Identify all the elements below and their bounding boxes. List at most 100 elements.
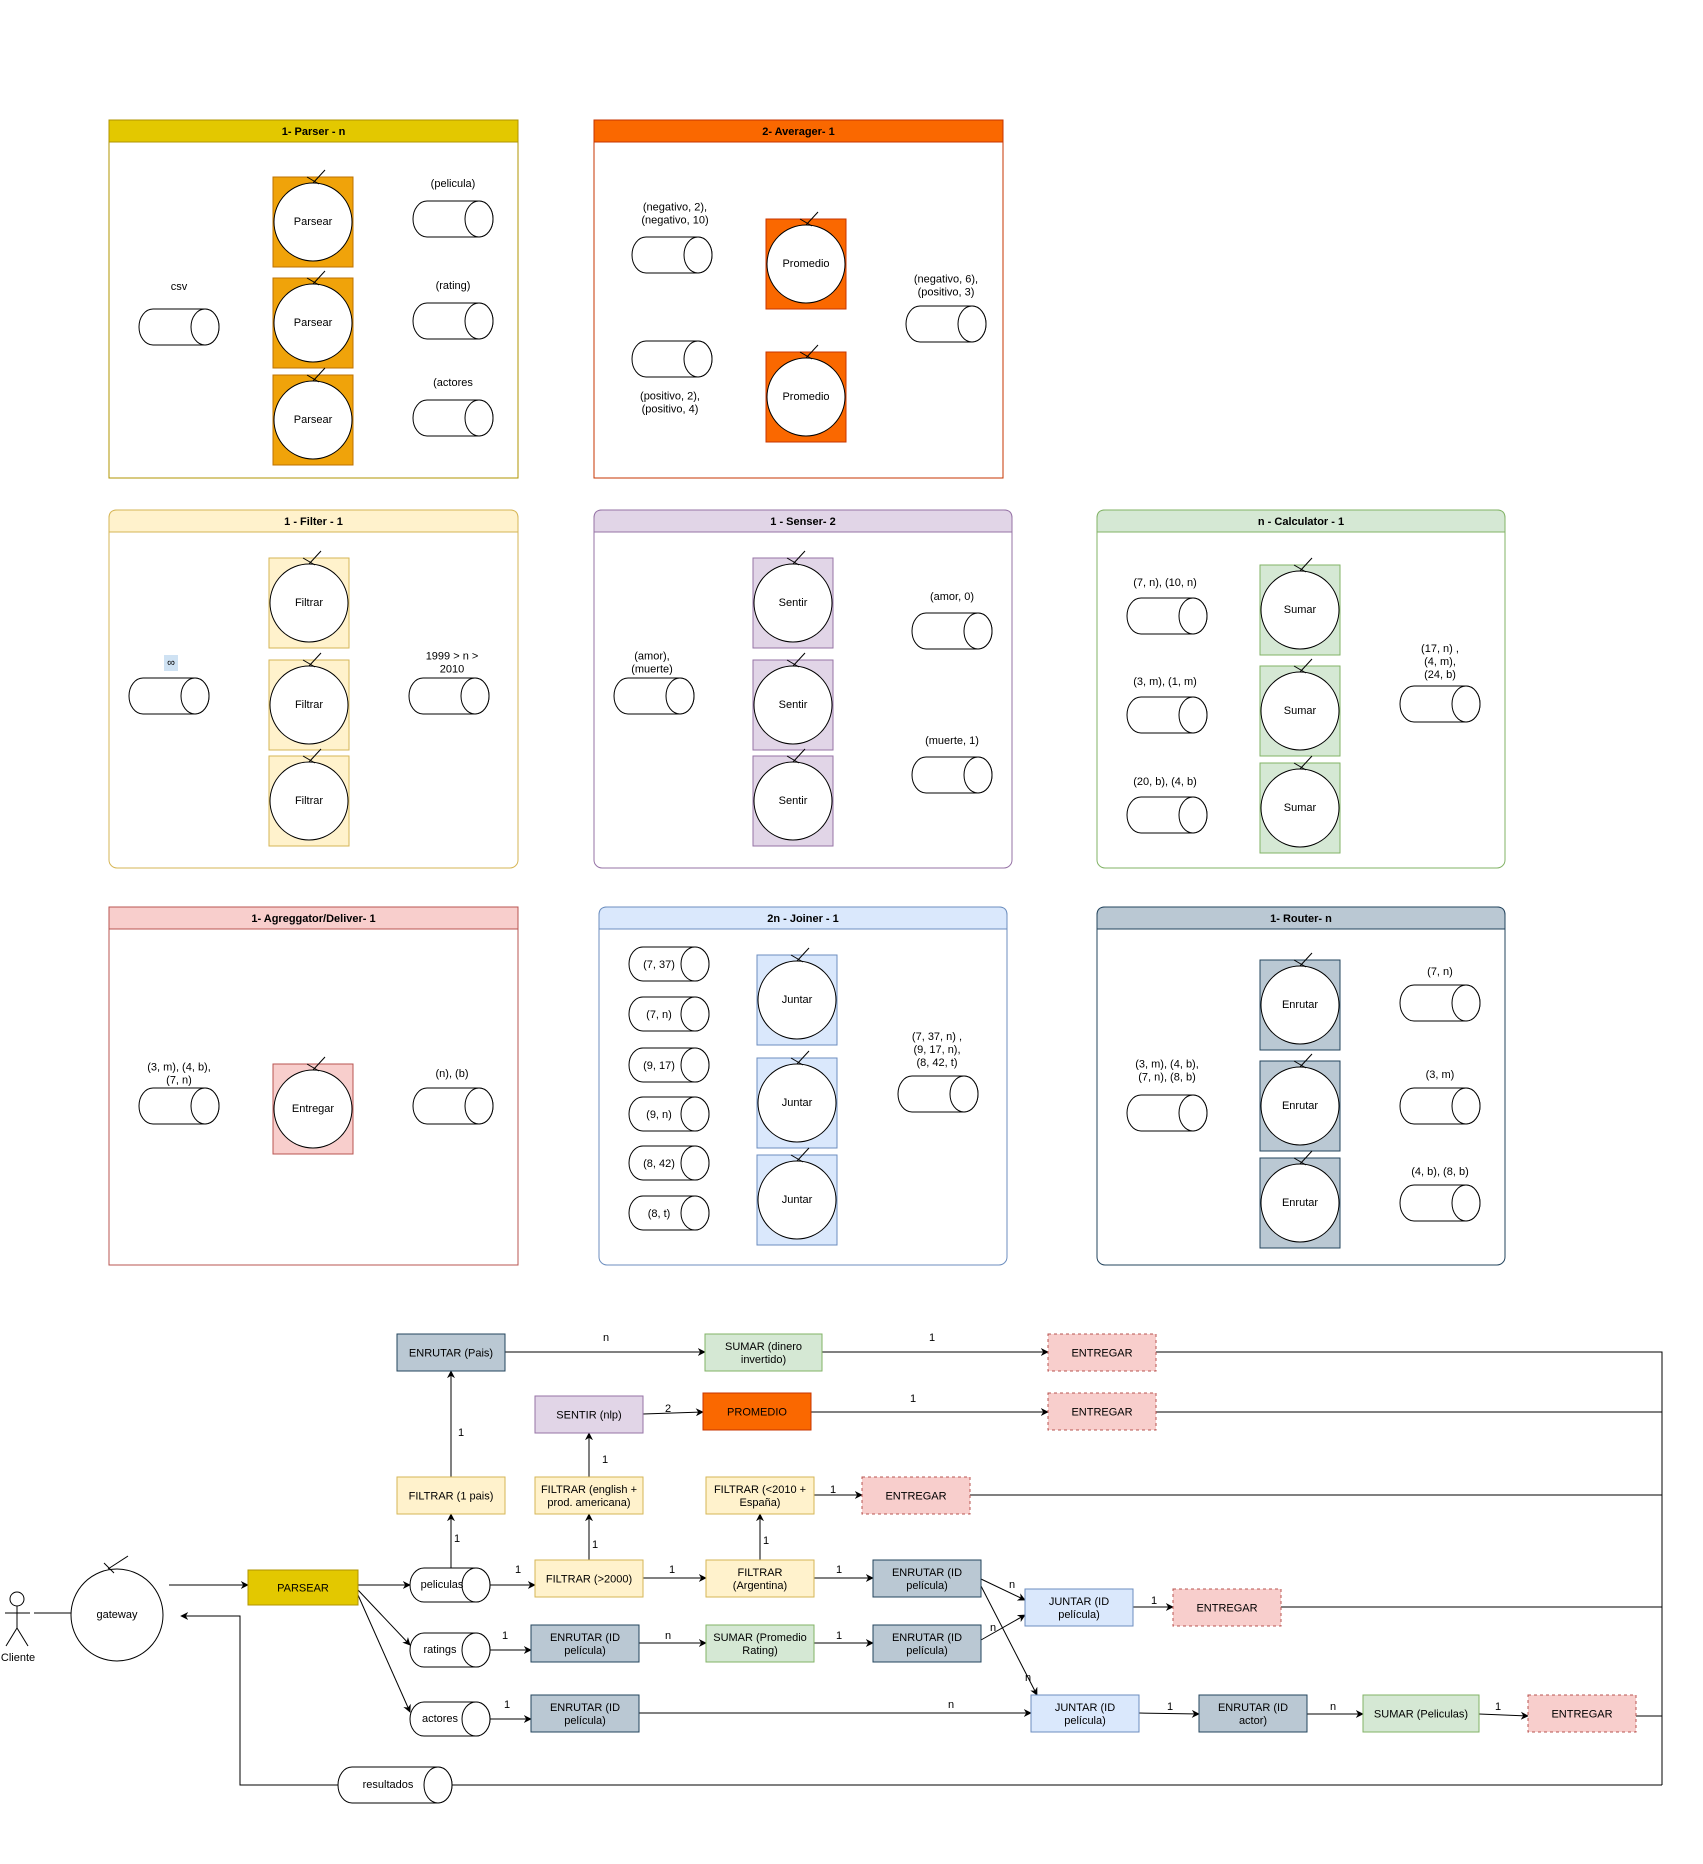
joiner-input-queue-2 <box>628 996 710 1032</box>
queue-cap <box>683 340 713 378</box>
panel-title: 1 - Senser- 2 <box>770 516 835 528</box>
parsear-node: PARSEAR <box>247 1569 359 1606</box>
queue-cap <box>963 756 993 794</box>
entregar-node-2: ENTREGAR <box>1047 1392 1157 1431</box>
aggregator-output-queue <box>412 1087 494 1125</box>
filter-process-1: Filtrar <box>268 550 350 649</box>
queue-cap <box>680 1145 710 1181</box>
queue-actores-label: actores <box>422 1713 459 1725</box>
flow-node-box <box>1024 1588 1134 1627</box>
joiner-input-label-1: (7, 37) <box>643 959 675 971</box>
process-tick <box>799 218 813 227</box>
joiner-input-label-3: (9, 17) <box>643 1060 675 1072</box>
process-label: Parsear <box>294 317 333 329</box>
process-tick <box>306 277 320 286</box>
process-tick <box>302 659 316 668</box>
panel-title: 2- Averager- 1 <box>762 126 835 138</box>
process-tick <box>796 1147 810 1162</box>
enrutar-pais-node: ENRUTAR (Pais) <box>396 1333 506 1372</box>
edge <box>1156 1351 1663 1785</box>
actor-head <box>9 1591 25 1607</box>
calculator-output-queue <box>1399 685 1481 723</box>
senser-process-1: Sentir <box>752 550 834 649</box>
panel-title: 1- Parser - n <box>282 126 346 138</box>
averager-input-queue-2 <box>631 340 713 378</box>
process-label: Juntar <box>782 994 813 1006</box>
flow-node-box <box>247 1569 359 1606</box>
actor-leg <box>5 1627 18 1647</box>
process-tick <box>1299 658 1313 673</box>
queue-cap <box>1178 597 1208 635</box>
flow-node-label: PROMEDIO <box>727 1406 787 1418</box>
process-label: Enrutar <box>1282 1100 1318 1112</box>
queue-cap <box>1178 1094 1208 1132</box>
router-process-1: Enrutar <box>1259 952 1341 1051</box>
edge-label: 1 <box>1167 1701 1173 1713</box>
sentir-nlp-node: SENTIR (nlp) <box>534 1395 644 1434</box>
queue-resultados <box>337 1766 453 1804</box>
gateway-circle <box>70 1568 164 1662</box>
edge-label: 1 <box>763 1535 769 1547</box>
edge-label: 1 <box>504 1699 510 1711</box>
actor-leg <box>16 1627 29 1647</box>
process-tick <box>1299 1150 1313 1165</box>
filtrar-english-node: FILTRAR (english +prod. americana) <box>534 1476 644 1515</box>
cliente-actor: Cliente <box>1 1591 35 1664</box>
process-tick <box>306 1063 320 1072</box>
aggregator-input-label: (3, m), (4, b),(7, n) <box>147 1061 211 1086</box>
edge-label: 2 <box>665 1403 671 1415</box>
edge <box>642 1408 704 1417</box>
panel-title: 1- Router- n <box>1270 913 1332 925</box>
queue-cap <box>461 1701 491 1737</box>
filter-input-label: ∞ <box>167 657 175 669</box>
process-label: Juntar <box>782 1194 813 1206</box>
flow-node-box <box>396 1333 506 1372</box>
router-process-3: Enrutar <box>1259 1150 1341 1249</box>
filter-input-queue <box>128 677 210 715</box>
process-tick <box>1299 755 1313 770</box>
senser-input-label: (amor),(muerte) <box>631 650 673 675</box>
edge-label: 1 <box>602 1454 608 1466</box>
edge-label: 1 <box>454 1533 460 1545</box>
queue-cap <box>680 1195 710 1231</box>
queue-cap <box>180 677 210 715</box>
flow-node-box <box>1047 1392 1157 1431</box>
queue-cap <box>949 1075 979 1113</box>
aggregator-output-label: (n), (b) <box>436 1068 469 1080</box>
process-tick <box>306 176 320 185</box>
router-input-queue <box>1126 1094 1208 1132</box>
panel-header <box>593 119 1004 143</box>
joiner-output-label: (7, 37, n) ,(9, 17, n),(8, 42, t) <box>912 1031 962 1069</box>
process-tick <box>1299 1053 1313 1068</box>
panel-header <box>1096 509 1506 533</box>
flow-node-box <box>705 1476 815 1515</box>
flow-node-box <box>1527 1694 1637 1733</box>
calculator-input-queue-3 <box>1126 796 1208 834</box>
process-tick <box>302 755 316 764</box>
flow-node-box <box>534 1559 644 1598</box>
edge-label: 1 <box>592 1539 598 1551</box>
parser-output-queue-3 <box>412 399 494 437</box>
process-label: Enrutar <box>1282 999 1318 1011</box>
calculator-process-3: Sumar <box>1259 755 1341 854</box>
edge-label: 1 <box>515 1564 521 1576</box>
flow-node-box <box>530 1624 640 1663</box>
joiner-input-label-6: (8, t) <box>648 1208 671 1220</box>
parser-process-2: Parsear <box>272 270 354 369</box>
calculator-input-label-2: (3, m), (1, m) <box>1133 676 1197 688</box>
router-input-label: (3, m), (4, b),(7, n), (8, b) <box>1135 1058 1199 1083</box>
flow-node-box <box>396 1476 506 1515</box>
process-tick <box>792 652 806 667</box>
process-tick <box>1293 1157 1307 1166</box>
edge-label: n <box>990 1622 996 1634</box>
process-label: Parsear <box>294 414 333 426</box>
process-tick <box>302 557 316 566</box>
queue-ratings-label: ratings <box>423 1644 457 1656</box>
